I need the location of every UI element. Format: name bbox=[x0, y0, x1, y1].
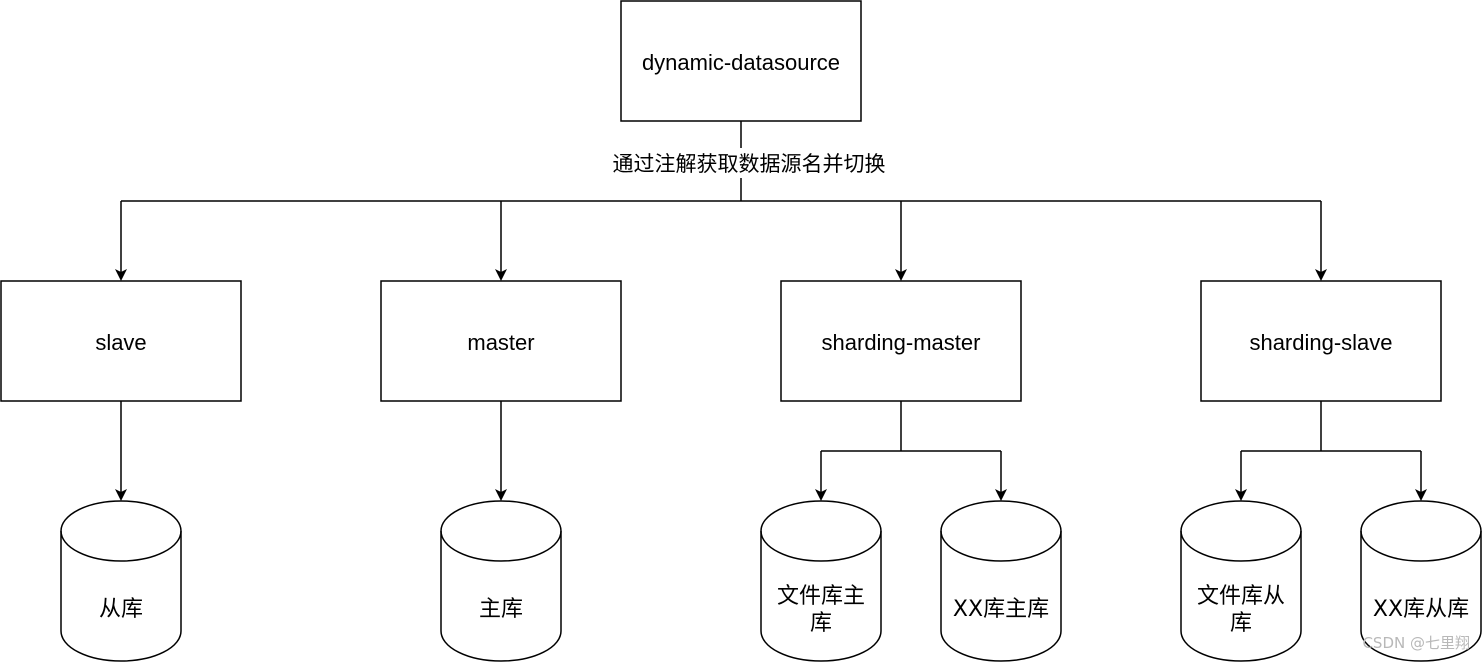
node-master: master bbox=[380, 280, 622, 402]
node-sharding-master: sharding-master bbox=[780, 280, 1022, 402]
db-file-slave: 文件库从 库 bbox=[1180, 500, 1302, 662]
db-xx-master-label: XX库主库 bbox=[953, 597, 1049, 622]
db-connectors bbox=[115, 401, 1427, 501]
db-file-master-label-line1: 文件库主 bbox=[777, 584, 865, 609]
root-connector bbox=[115, 121, 1327, 281]
db-file-slave-label-line1: 文件库从 bbox=[1197, 584, 1285, 609]
edge-label: 通过注解获取数据源名并切换 bbox=[613, 152, 886, 176]
db-xx-master: XX库主库 bbox=[940, 500, 1062, 662]
root-node: dynamic-datasource bbox=[620, 0, 862, 122]
node-sharding-master-label: sharding-master bbox=[822, 330, 981, 355]
db-file-master: 文件库主 库 bbox=[760, 500, 882, 662]
node-slave-label: slave bbox=[95, 330, 146, 355]
watermark: CSDN @七里翔 bbox=[1362, 634, 1470, 652]
node-slave: slave bbox=[0, 280, 242, 402]
db-file-master-label-line2: 库 bbox=[810, 611, 832, 636]
db-xx-slave: XX库从库 bbox=[1360, 500, 1482, 662]
db-master-label: 主库 bbox=[479, 597, 523, 622]
db-file-slave-label-line2: 库 bbox=[1230, 611, 1252, 636]
node-master-label: master bbox=[467, 330, 534, 355]
db-master: 主库 bbox=[440, 500, 562, 662]
db-slave-label: 从库 bbox=[99, 597, 143, 622]
db-slave: 从库 bbox=[60, 500, 182, 662]
root-node-label: dynamic-datasource bbox=[642, 50, 840, 75]
db-xx-slave-label: XX库从库 bbox=[1373, 597, 1469, 622]
node-sharding-slave-label: sharding-slave bbox=[1249, 330, 1392, 355]
node-sharding-slave: sharding-slave bbox=[1200, 280, 1442, 402]
